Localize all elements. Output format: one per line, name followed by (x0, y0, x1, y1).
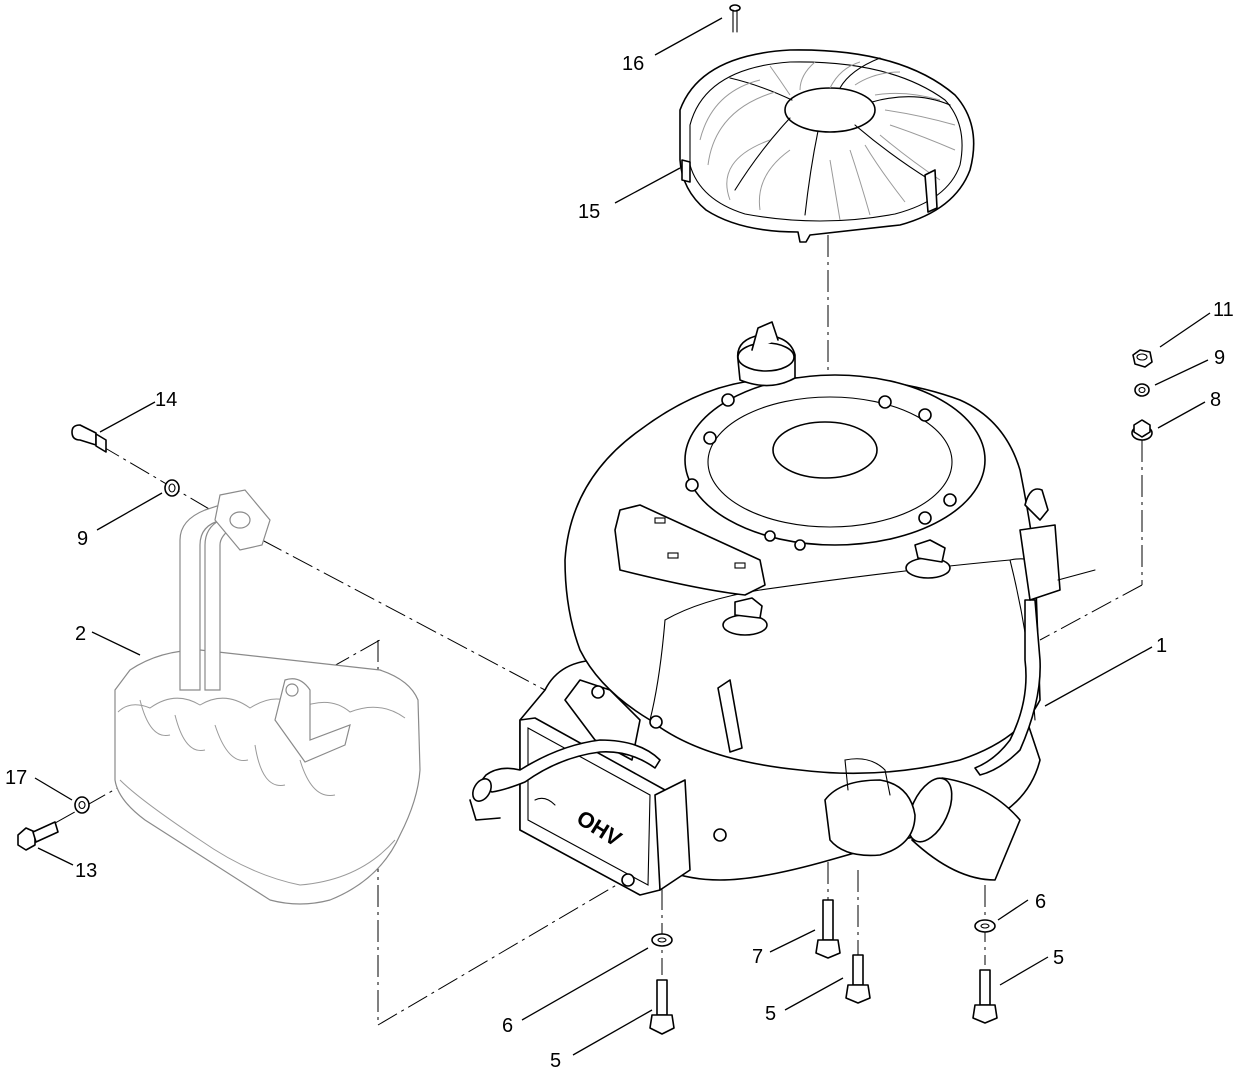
callout-7: 7 (752, 946, 763, 968)
washer-part-17 (74, 796, 90, 814)
washer-part-9-right (1134, 383, 1150, 397)
callout-5-center: 5 (550, 1050, 561, 1072)
engine-part-1: OHV (469, 321, 1096, 896)
callout-9-right: 9 (1214, 347, 1225, 369)
washer-part-9-left (164, 479, 180, 497)
callout-labels: 16 15 11 9 8 14 9 2 1 17 13 6 5 7 5 6 5 (5, 53, 1234, 1072)
throttle-knob (722, 597, 768, 636)
screw-part-14 (71, 424, 107, 453)
callout-6-right: 6 (1035, 891, 1046, 913)
callout-1: 1 (1156, 635, 1167, 657)
fan-screen-part-15 (679, 49, 975, 243)
oil-fill-cap (736, 321, 796, 387)
callout-5-right: 5 (1053, 947, 1064, 969)
callout-13: 13 (75, 860, 97, 882)
callout-9-left: 9 (77, 528, 88, 550)
bolt-part-5-right (972, 969, 998, 1024)
flange-nut-part-8 (1131, 419, 1153, 441)
bolt-part-13 (17, 821, 59, 851)
bolt-part-7 (815, 899, 841, 959)
callout-17: 17 (5, 767, 27, 789)
callout-14: 14 (155, 389, 177, 411)
oil-filter (907, 777, 1021, 881)
callout-11: 11 (1213, 299, 1234, 321)
callout-16: 16 (622, 53, 644, 75)
callout-6-center: 6 (502, 1015, 513, 1037)
bolt-part-5-center (649, 979, 675, 1035)
screw-part-16 (729, 4, 741, 33)
washer-part-6-right (974, 919, 996, 933)
choke-knob (905, 539, 951, 579)
nut-part-11 (1132, 349, 1153, 368)
bolt-part-5-middle (845, 954, 871, 1004)
callout-8: 8 (1210, 389, 1221, 411)
callout-2: 2 (75, 623, 86, 645)
shroud-bolts (685, 393, 957, 551)
callout-5-middle: 5 (765, 1003, 776, 1025)
washer-part-6-center (651, 933, 673, 947)
muffler-part-2 (114, 489, 421, 905)
callout-leaders (34, 17, 1211, 1056)
callout-15: 15 (578, 201, 600, 223)
